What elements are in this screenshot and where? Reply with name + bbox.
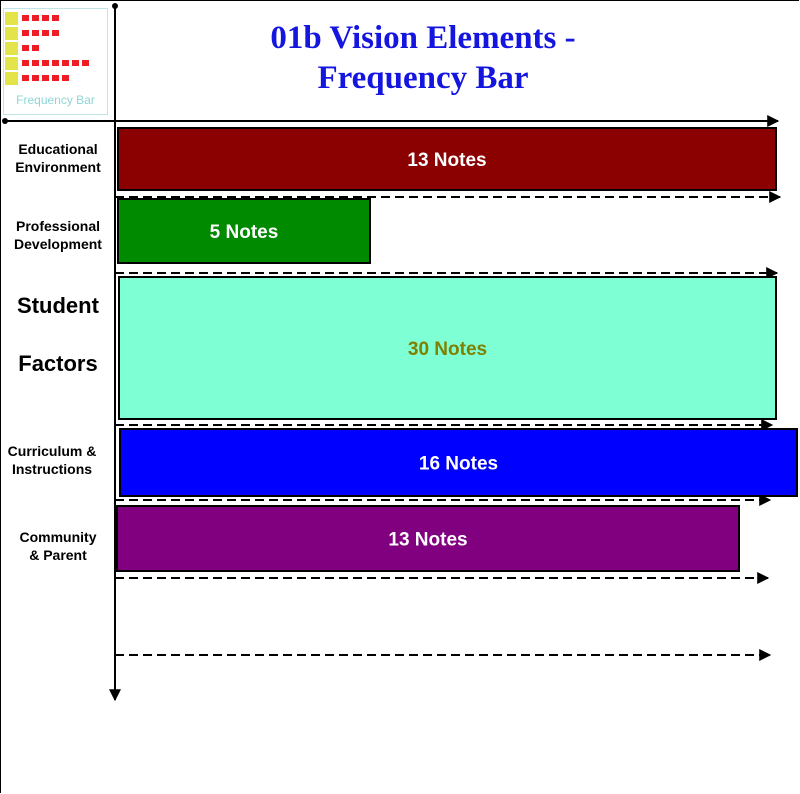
category-label-line: Professional <box>15 218 101 234</box>
logo-red-square <box>52 15 59 21</box>
logo-yellow-square <box>5 42 18 55</box>
logo-red-square <box>32 75 39 81</box>
chart-title-line-2: Frequency Bar <box>317 60 529 96</box>
category-label-curriculum-instructions: Curriculum & Instructions <box>0 442 110 478</box>
logo-red-square <box>22 45 29 51</box>
category-label-line: Community <box>19 529 97 545</box>
chart-title: 01b Vision Elements - Frequency Bar <box>190 18 656 98</box>
logo-yellow-square <box>5 12 18 25</box>
bar-data-label-5: 13 Notes <box>388 530 467 551</box>
logo-caption: Frequency Bar <box>16 93 95 107</box>
category-label-student-factors: Student Factors <box>0 277 116 393</box>
logo-red-square <box>42 15 49 21</box>
logo-red-square <box>32 15 39 21</box>
category-label-line: Student <box>17 293 99 318</box>
logo-red-square <box>52 60 59 66</box>
y-axis-origin-dot <box>112 3 118 9</box>
logo-squares-icon <box>5 12 89 85</box>
logo-red-square <box>52 75 59 81</box>
category-label-line: Educational <box>18 141 98 157</box>
logo-red-square <box>42 75 49 81</box>
bar-3 <box>118 276 777 420</box>
logo-red-square <box>42 30 49 36</box>
category-label-line: Environment <box>15 159 101 175</box>
logo-red-square <box>62 60 69 66</box>
category-label-line: Development <box>14 236 102 252</box>
logo-red-square <box>72 60 79 66</box>
logo-yellow-square <box>5 72 18 85</box>
bar-1 <box>117 127 777 191</box>
category-label-professional-development: Professional Development <box>0 217 116 253</box>
logo-red-square <box>42 60 49 66</box>
logo-red-square <box>32 45 39 51</box>
category-label-educational-environment: Educational Environment <box>0 140 116 176</box>
bar-5 <box>116 505 740 572</box>
logo-red-square <box>22 30 29 36</box>
category-label-line: Instructions <box>11 461 93 477</box>
bar-4 <box>119 428 798 497</box>
x-axis-origin-dot <box>2 118 8 124</box>
logo-red-square <box>32 30 39 36</box>
chart-title-line-1: 01b Vision Elements - <box>270 20 576 56</box>
bar-data-label-1: 13 Notes <box>407 150 486 171</box>
bar-data-label-2: 5 Notes <box>210 222 279 243</box>
logo-red-square <box>22 75 29 81</box>
logo-red-square <box>22 15 29 21</box>
logo-yellow-square <box>5 27 18 40</box>
category-label-line: & Parent <box>29 547 87 563</box>
bar-data-label-4: 16 Notes <box>419 454 498 475</box>
logo-red-square <box>82 60 89 66</box>
category-label-line: Factors <box>18 351 98 376</box>
logo-red-square <box>52 30 59 36</box>
bar-data-label-3: 30 Notes <box>408 339 487 360</box>
logo-yellow-square <box>5 57 18 70</box>
frequency-bar-logo: Frequency Bar <box>3 8 108 115</box>
category-label-community-parent: Community & Parent <box>0 528 116 564</box>
category-label-line: Curriculum & <box>7 443 97 459</box>
logo-red-square <box>62 75 69 81</box>
logo-red-square <box>22 60 29 66</box>
bar-2 <box>117 198 371 264</box>
logo-red-square <box>32 60 39 66</box>
